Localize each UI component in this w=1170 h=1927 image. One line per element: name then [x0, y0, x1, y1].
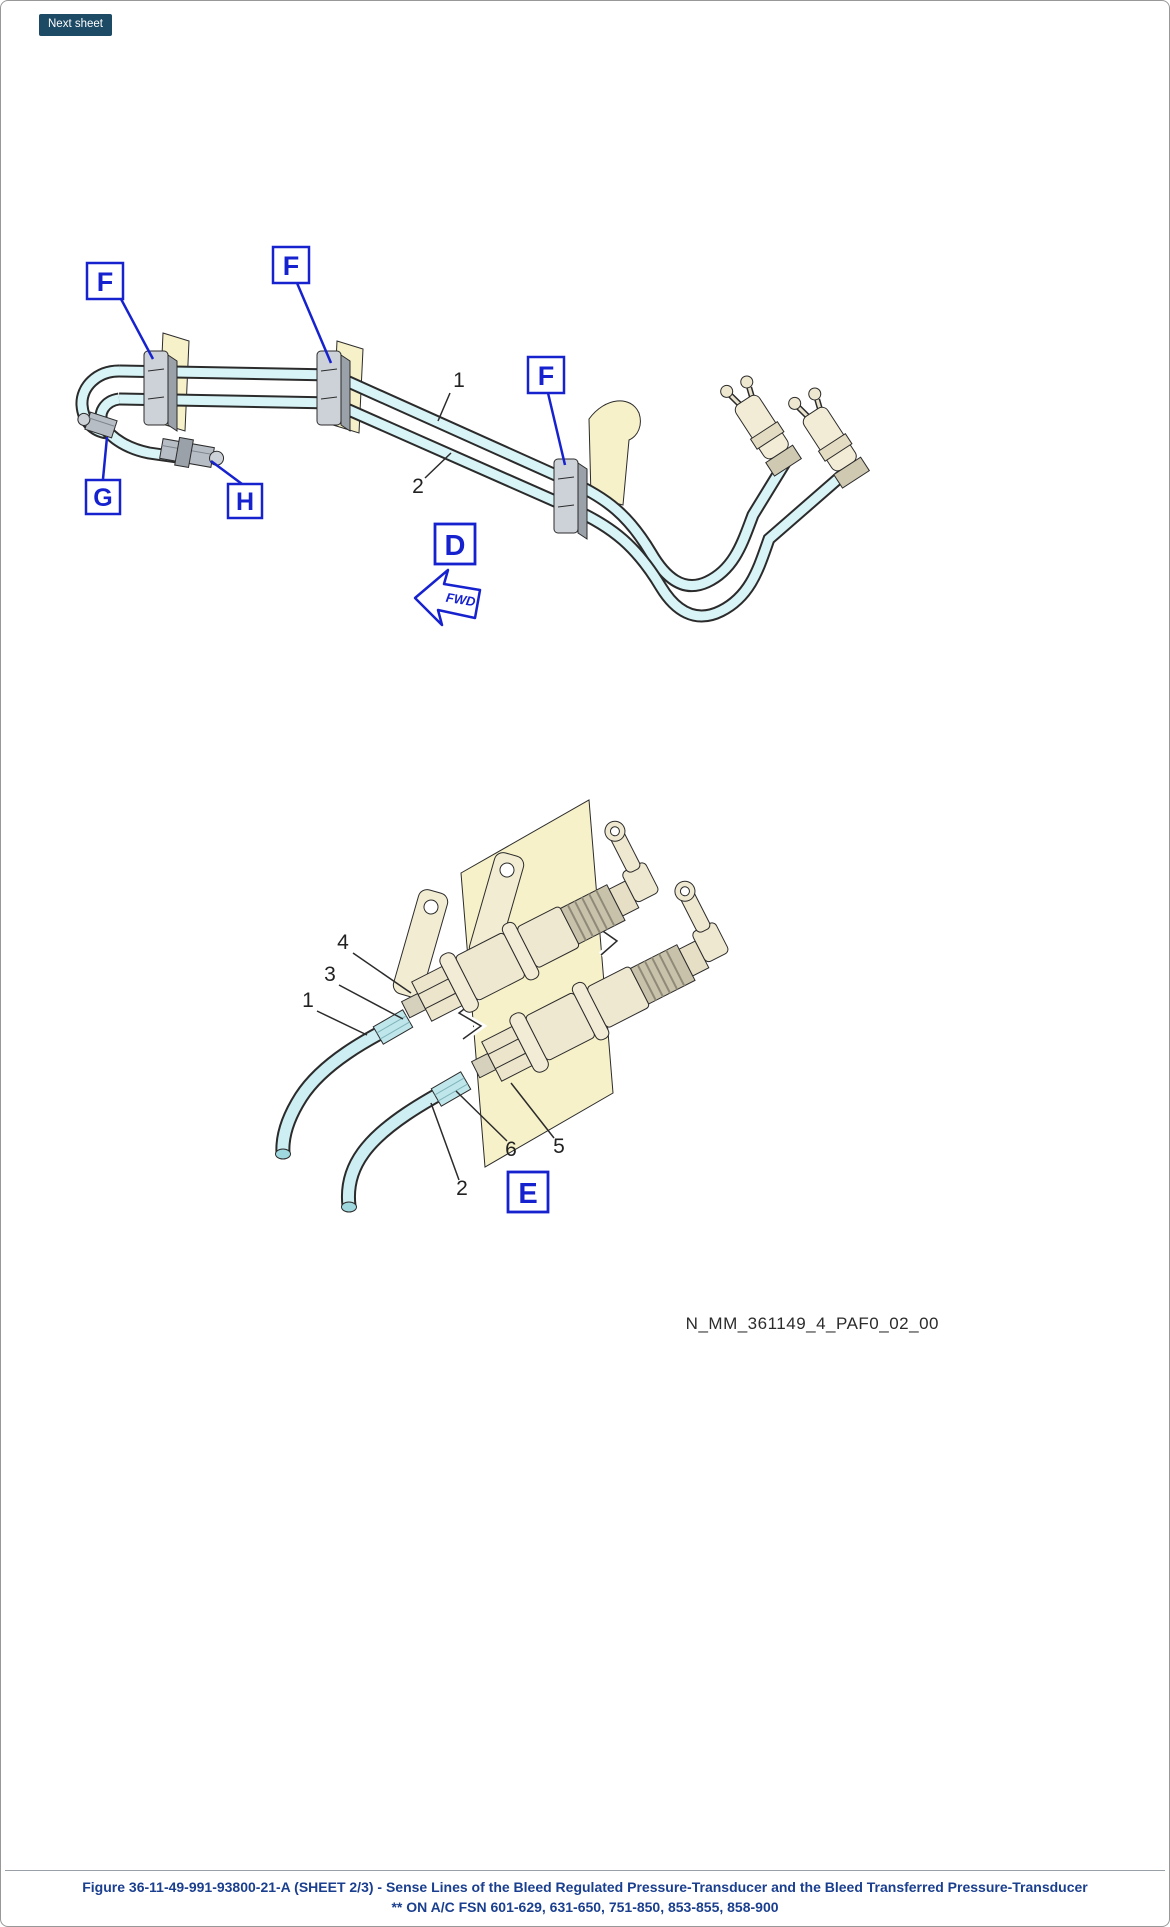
callout-f-1: F	[85, 261, 125, 301]
item-number-5: 5	[553, 1135, 565, 1158]
item-leaders-top	[424, 392, 452, 479]
callout-f-2: F	[271, 245, 311, 285]
top-diagram: 1 2 F F F G H	[75, 245, 871, 627]
fwd-label: FWD	[445, 590, 477, 610]
svg-text:D: D	[445, 530, 466, 562]
callout-f-3: F	[526, 355, 566, 395]
svg-text:F: F	[283, 251, 300, 281]
figure-effectivity: ** ON A/C FSN 601-629, 631-650, 751-850,…	[391, 1898, 779, 1915]
callout-e: E	[506, 1170, 550, 1214]
item-number-3: 3	[324, 963, 336, 986]
tube-clamp-3	[553, 458, 588, 540]
fwd-arrow: FWD	[413, 568, 482, 627]
callout-g: G	[84, 478, 122, 516]
callout-d: D	[433, 522, 477, 566]
svg-text:F: F	[538, 361, 555, 391]
item-number-6: 6	[505, 1138, 517, 1161]
svg-text:E: E	[518, 1178, 537, 1210]
callout-h: H	[226, 482, 264, 520]
item-number-4: 4	[337, 931, 349, 954]
sense-hoses	[275, 1014, 467, 1213]
drawing-reference: N_MM_361149_4_PAF0_02_00	[686, 1314, 939, 1333]
figure-caption: Figure 36-11-49-991-93800-21-A (SHEET 2/…	[82, 1879, 1088, 1895]
figure-caption-block: Figure 36-11-49-991-93800-21-A (SHEET 2/…	[5, 1870, 1165, 1918]
bottom-diagram: 4 3 1 6 5 2 E	[275, 799, 741, 1214]
tee-fitting	[159, 436, 225, 469]
item-number-2-bottom: 2	[456, 1177, 468, 1200]
svg-text:H: H	[236, 488, 254, 516]
svg-text:F: F	[97, 267, 114, 297]
tube-clamp-1	[143, 350, 178, 432]
svg-text:G: G	[93, 484, 112, 512]
item-number-1-bottom: 1	[302, 989, 314, 1012]
capped-fitting-1	[718, 371, 803, 476]
union-fitting	[77, 411, 118, 439]
item-number-1-top: 1	[453, 369, 465, 392]
tube-clamp-2	[316, 350, 351, 432]
item-leaders-bottom	[316, 952, 555, 1181]
capped-fitting-2	[786, 383, 871, 488]
callout-leaders-top	[101, 282, 567, 486]
item-number-2-top: 2	[412, 475, 424, 498]
sense-line-tubes	[75, 364, 852, 623]
hose-coupling-2	[430, 1071, 472, 1107]
next-sheet-button[interactable]: Next sheet	[39, 14, 112, 36]
